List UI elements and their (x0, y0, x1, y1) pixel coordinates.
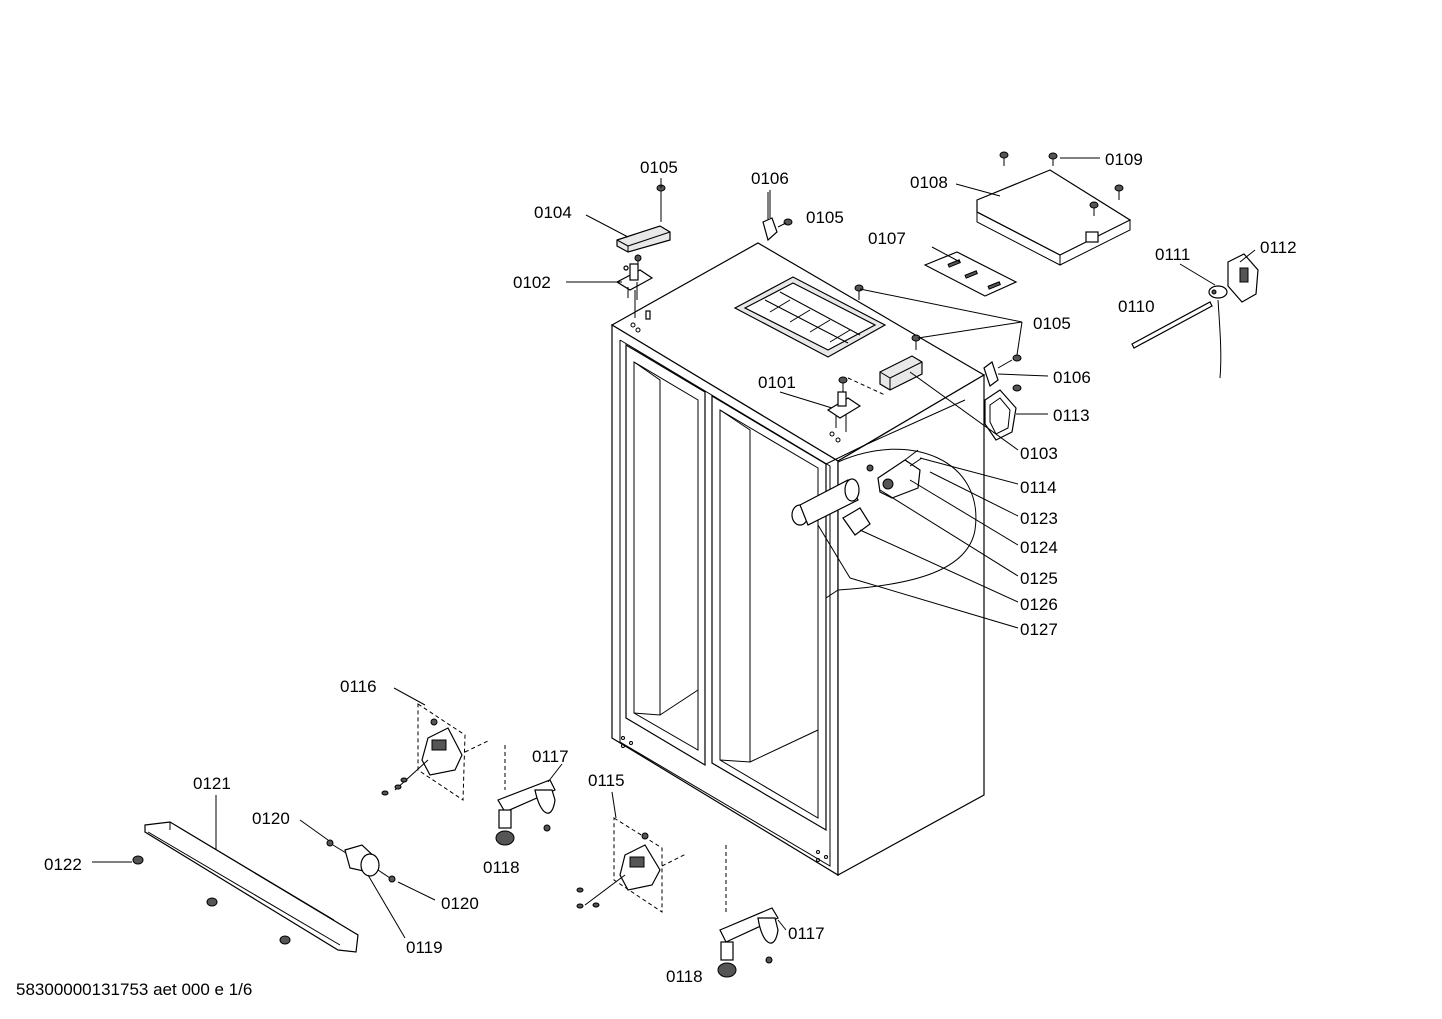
label-0107: 0107 (868, 229, 906, 248)
label-0115: 0115 (588, 771, 625, 790)
label-0118-left: 0118 (483, 858, 520, 877)
refrigerator-cabinet (610, 242, 986, 877)
junction-box-0113 (984, 384, 1022, 441)
sensor-assembly (1131, 253, 1259, 379)
label-0127: 0127 (1020, 620, 1058, 639)
document-code: 58300000131753 aet 000 e 1/6 (16, 980, 253, 999)
leader-lines (92, 157, 1256, 939)
label-0126: 0126 (1020, 595, 1058, 614)
top-control-panel (733, 276, 887, 358)
lower-hinge-0115 (576, 817, 687, 913)
label-0105-right: 0105 (1033, 314, 1071, 333)
label-0111: 0111 (1155, 245, 1190, 264)
bottom-hinge-0117-right (719, 845, 779, 964)
leveling-foot-0118-left (495, 809, 515, 846)
top-cover-0108 (976, 169, 1132, 266)
label-0120-right: 0120 (441, 894, 479, 913)
label-0124: 0124 (1020, 538, 1058, 557)
kick-plate-0121 (144, 821, 359, 953)
top-hinge-center (826, 376, 886, 432)
label-0121: 0121 (193, 774, 231, 793)
label-0114: 0114 (1020, 478, 1057, 497)
water-valve-assembly (791, 448, 977, 591)
label-0113: 0113 (1053, 406, 1090, 425)
hinge-cover-left (616, 225, 671, 253)
label-0110: 0110 (1118, 297, 1155, 316)
control-plate-0107 (923, 251, 1018, 297)
top-hinge-left (615, 254, 654, 320)
label-0117-right: 0117 (788, 924, 825, 943)
bottom-hinge-0117-left (497, 745, 556, 832)
label-0106-top: 0106 (751, 169, 789, 188)
lower-hinge-0116 (381, 703, 491, 801)
part-labels: 0105 0104 0102 0106 0105 0107 0108 0109 … (44, 150, 1297, 986)
label-0117-left: 0117 (532, 747, 569, 766)
label-0120-left: 0120 (252, 809, 290, 828)
label-0122: 0122 (44, 855, 82, 874)
roller-assembly (326, 839, 396, 883)
label-0105-bracket: 0105 (806, 208, 844, 227)
label-0104: 0104 (534, 203, 572, 222)
screw-0105-top (656, 184, 666, 222)
label-0106-right: 0106 (1053, 368, 1091, 387)
label-0118-right: 0118 (666, 967, 703, 986)
label-0102: 0102 (513, 273, 551, 292)
label-0105-top: 0105 (640, 158, 678, 177)
label-0112: 0112 (1260, 238, 1297, 257)
hinge-cover-center (879, 355, 923, 391)
label-0119: 0119 (406, 938, 443, 957)
screws-0109 (999, 151, 1124, 216)
label-0116: 0116 (340, 677, 377, 696)
label-0109: 0109 (1105, 150, 1143, 169)
bracket-0106-right (983, 354, 1022, 387)
label-0108: 0108 (910, 173, 948, 192)
leveling-foot-0118-right (717, 941, 737, 978)
label-0101: 0101 (758, 373, 796, 392)
label-0103: 0103 (1020, 444, 1058, 463)
label-0123: 0123 (1020, 509, 1058, 528)
label-0125: 0125 (1020, 569, 1058, 588)
bracket-0106-top (762, 192, 793, 242)
screws-0122 (132, 855, 291, 945)
